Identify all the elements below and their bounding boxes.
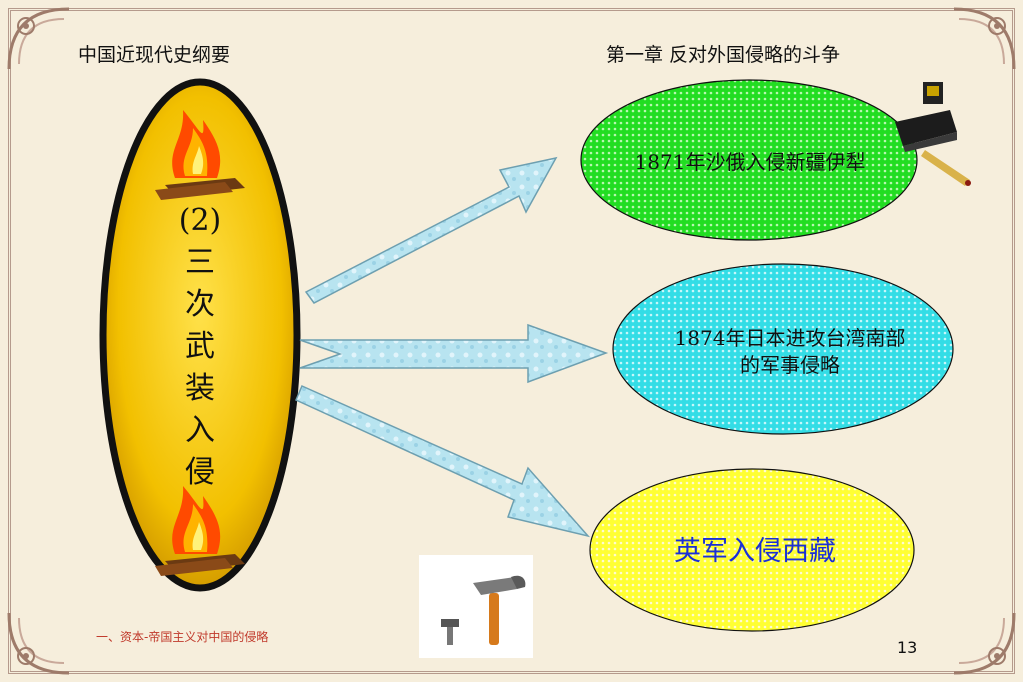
course-title: 中国近现代史纲要: [78, 44, 231, 66]
node-1-text: 1871年沙俄入侵新疆伊犁: [585, 130, 915, 190]
corner-ornament-icon: [953, 7, 1016, 70]
node-3-text: 英军入侵西藏: [595, 518, 915, 578]
node-2-line-2: 的军事侵略: [740, 353, 840, 377]
central-label: (2) 三 次 武 装 入 侵: [150, 200, 250, 494]
node-3-oval: [589, 468, 915, 632]
slide-frame: [8, 8, 1015, 674]
fire-icon: [155, 110, 245, 200]
footer-section-title: 一、资本-帝国主义对中国的侵略: [96, 630, 269, 644]
arrow-to-node-2: [299, 323, 609, 384]
hammer-icon: [441, 575, 526, 645]
corner-ornament-icon: [953, 612, 1016, 675]
central-label-char: 三: [185, 245, 215, 280]
hammer-picture: [419, 555, 533, 658]
chapter-title: 第一章 反对外国侵略的斗争: [606, 44, 841, 66]
fire-icon: [155, 486, 245, 576]
central-label-char: (2): [178, 203, 222, 238]
node-1-line: 1871年沙俄入侵新疆伊犁: [634, 149, 866, 174]
node-1-oval: [580, 79, 918, 241]
pen-stand-icon: [895, 82, 971, 186]
central-label-char: 武: [185, 329, 215, 364]
node-3-line: 英军入侵西藏: [674, 535, 836, 567]
arrow-to-node-3: [295, 385, 591, 538]
corner-ornament-icon: [7, 7, 70, 70]
node-2-text: 1874年日本进攻台湾南部 的军事侵略: [625, 312, 955, 392]
central-label-char: 侵: [185, 455, 215, 490]
node-2-line-1: 1874年日本进攻台湾南部: [674, 326, 906, 350]
central-oval: [99, 78, 301, 592]
central-label-char: 入: [185, 413, 215, 448]
node-2-oval: [612, 263, 954, 435]
central-label-char: 次: [185, 287, 215, 322]
central-label-char: 装: [185, 371, 215, 406]
arrow-to-node-1: [304, 156, 558, 304]
corner-ornament-icon: [7, 612, 70, 675]
page-number: 13: [897, 638, 918, 657]
